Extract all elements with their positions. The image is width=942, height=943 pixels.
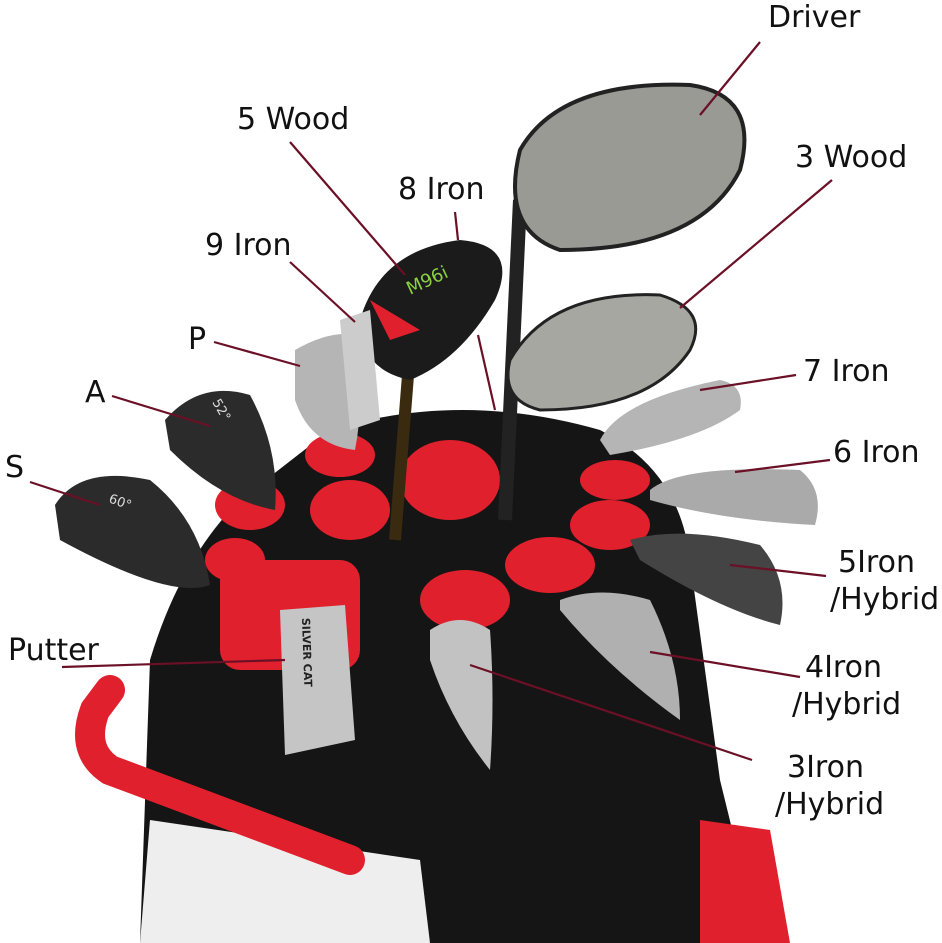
label-9-iron: 9 Iron — [205, 228, 292, 263]
putter-marking: SILVER CAT — [299, 618, 314, 688]
label-4-hybrid: /Hybrid — [792, 687, 902, 722]
wedge-p-head — [295, 334, 360, 450]
putter-head — [280, 605, 355, 755]
label-3-wood: 3 Wood — [795, 140, 908, 175]
iron3-head — [430, 620, 493, 770]
label-5-wood: 5 Wood — [237, 102, 350, 137]
iron6-head — [650, 469, 818, 525]
label-driver: Driver — [768, 0, 861, 35]
label-5-hybrid: /Hybrid — [830, 582, 940, 617]
iron5-head — [630, 533, 783, 625]
label-p: P — [188, 322, 207, 357]
label-s: S — [5, 450, 25, 485]
label-a: A — [85, 375, 106, 410]
label-5-iron: 5Iron — [838, 545, 915, 580]
wood5-head — [360, 240, 503, 380]
label-6-iron: 6 Iron — [833, 435, 920, 470]
bag-red-panel — [700, 820, 790, 943]
label-putter: Putter — [8, 633, 99, 668]
handle — [75, 675, 365, 875]
driver-head — [513, 82, 747, 253]
iron7-head — [600, 380, 741, 455]
iron4-head — [560, 592, 680, 720]
label-3-iron: 3Iron — [787, 750, 864, 785]
label-8-iron: 8 Iron — [398, 172, 485, 207]
wedge-s-head — [55, 475, 210, 588]
label-7-iron: 7 Iron — [803, 354, 890, 389]
wedge-s-marking: 60° — [107, 492, 134, 514]
wood3-head — [506, 293, 698, 412]
label-3-hybrid: /Hybrid — [775, 787, 885, 822]
label-4-iron: 4Iron — [805, 650, 882, 685]
iron9-head — [340, 310, 380, 430]
leader-lines — [29, 41, 833, 762]
